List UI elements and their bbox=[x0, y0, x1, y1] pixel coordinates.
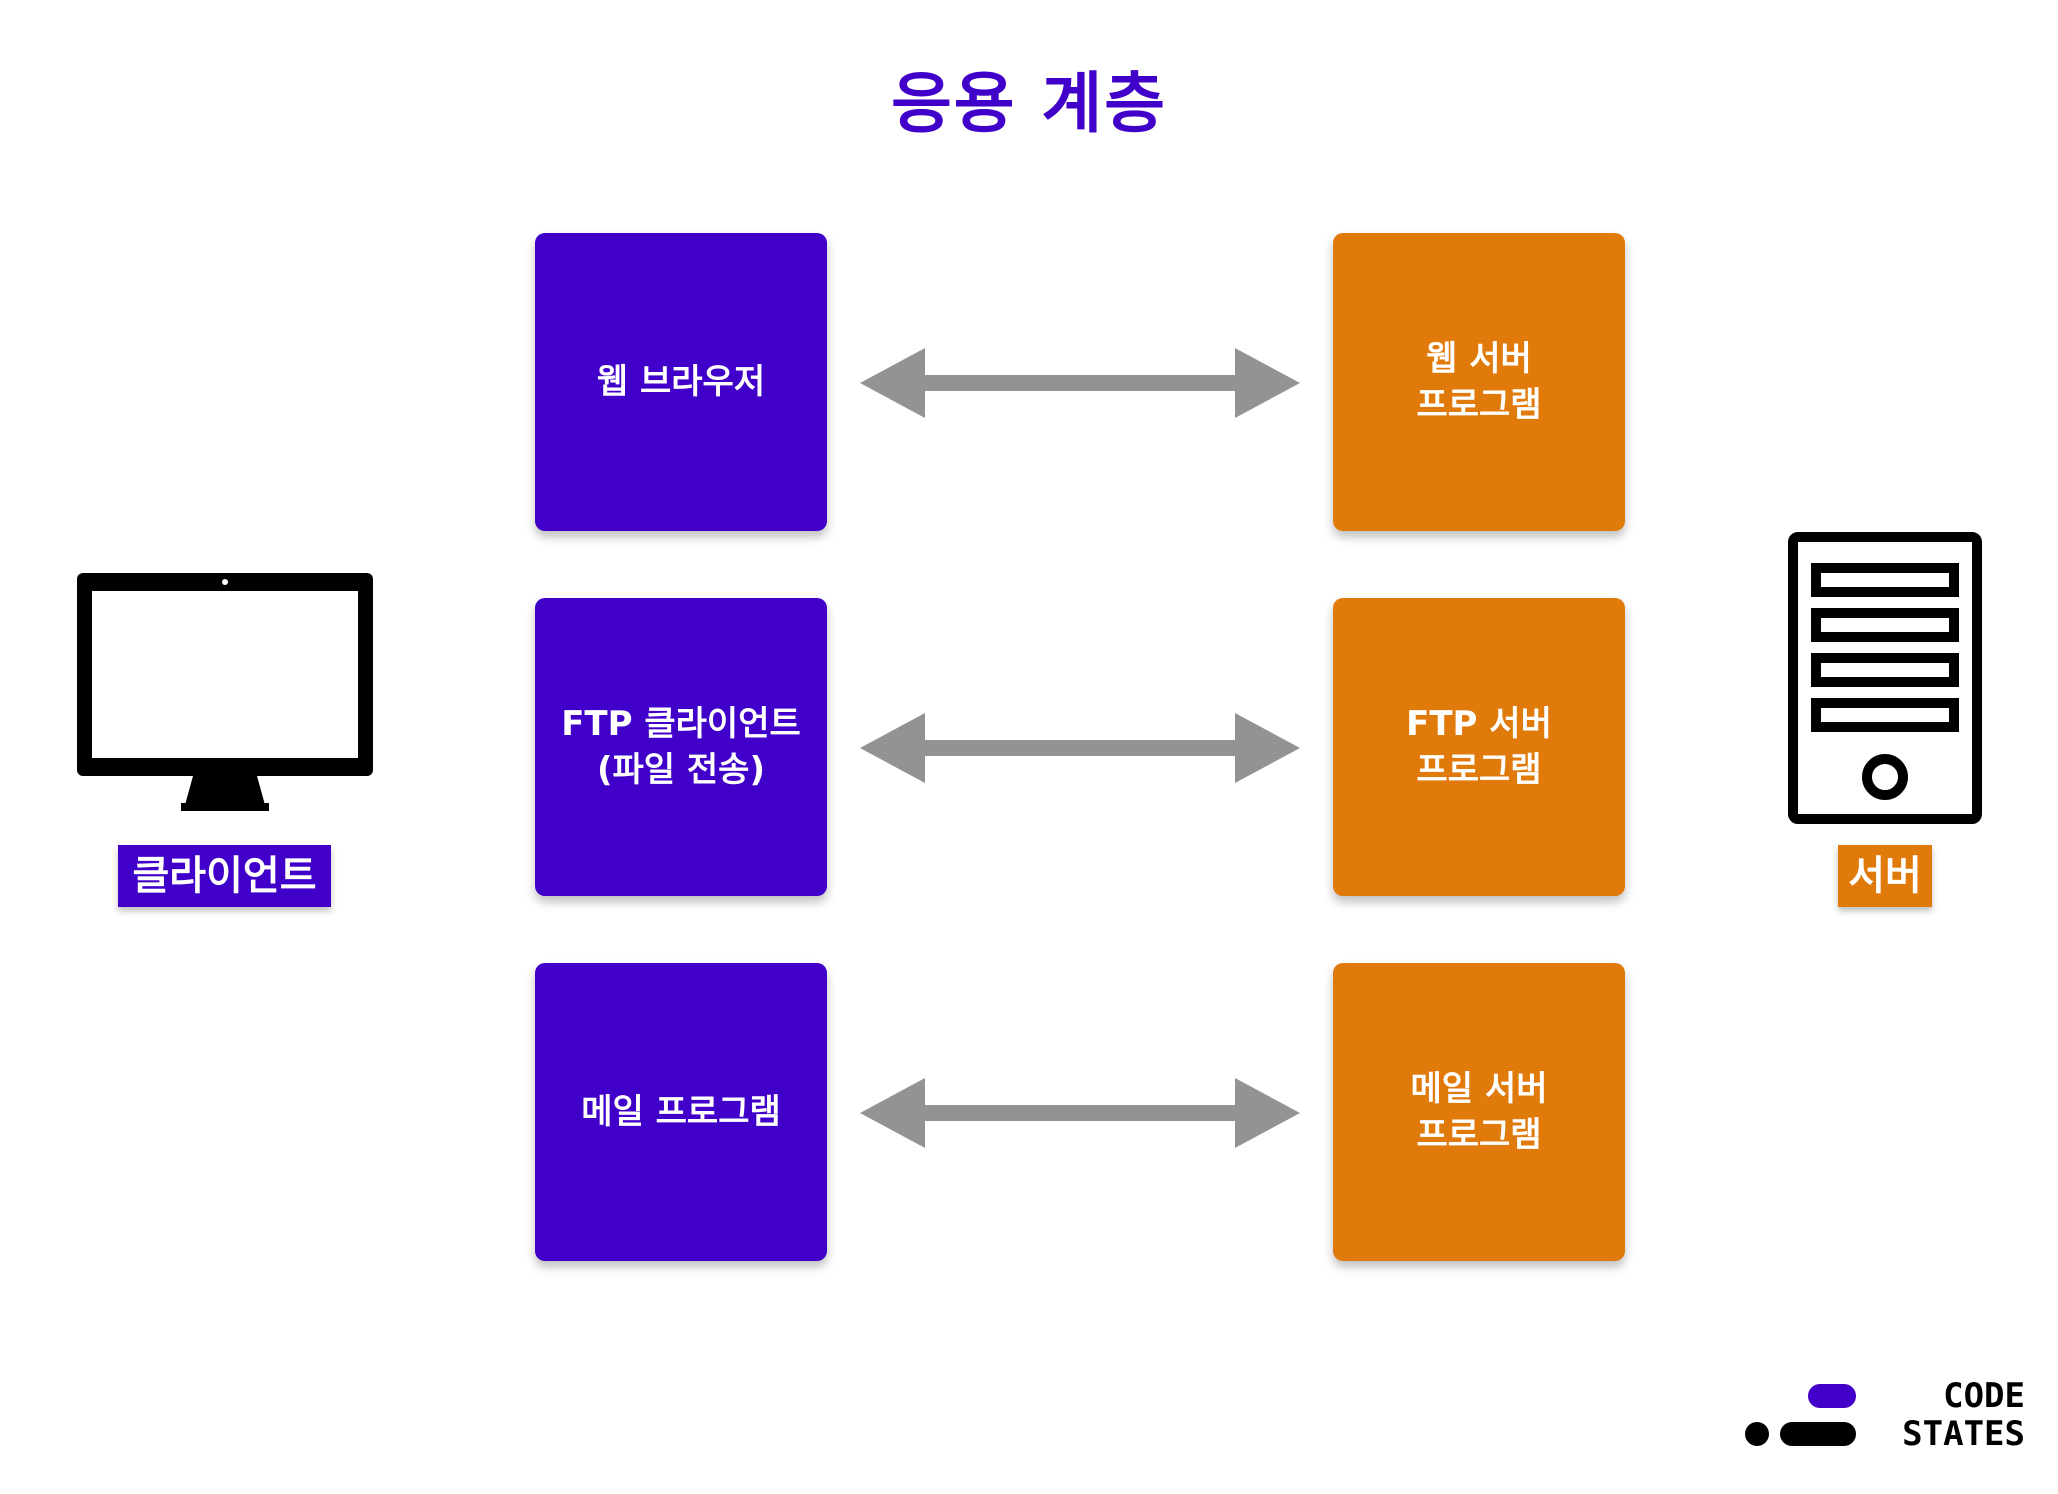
client-program-label: FTP 클라이언트 (파일 전송) bbox=[561, 704, 801, 790]
server-program-label: 메일 서버 프로그램 bbox=[1410, 1069, 1548, 1155]
logo-text-states: STATES bbox=[1902, 1414, 2025, 1454]
client-program-mail: 메일 프로그램 bbox=[535, 963, 827, 1261]
server-label: 서버 bbox=[1838, 845, 1932, 907]
diagram-title: 응용 계층 bbox=[891, 65, 1167, 142]
server-program-label: FTP 서버 프로그램 bbox=[1406, 704, 1552, 790]
monitor-icon bbox=[77, 573, 373, 811]
client-program-label: 웹 브라우저 bbox=[596, 362, 766, 402]
client-program-ftp-client: FTP 클라이언트 (파일 전송) bbox=[535, 598, 827, 896]
server-program-label: 웹 서버 프로그램 bbox=[1416, 339, 1542, 425]
client-label: 클라이언트 bbox=[118, 845, 331, 907]
client-program-label: 메일 프로그램 bbox=[581, 1092, 781, 1132]
server-program-web-server: 웹 서버 프로그램 bbox=[1333, 233, 1625, 531]
bidirectional-arrow-icon bbox=[860, 713, 1300, 783]
server-tower-icon bbox=[1788, 532, 1982, 824]
code-states-logo-icon bbox=[1745, 1384, 1856, 1446]
bidirectional-arrow-icon bbox=[860, 1078, 1300, 1148]
client-program-web-browser: 웹 브라우저 bbox=[535, 233, 827, 531]
server-program-mail-server: 메일 서버 프로그램 bbox=[1333, 963, 1625, 1261]
server-program-ftp-server: FTP 서버 프로그램 bbox=[1333, 598, 1625, 896]
logo-text-code: CODE bbox=[1943, 1376, 2025, 1416]
bidirectional-arrow-icon bbox=[860, 348, 1300, 418]
